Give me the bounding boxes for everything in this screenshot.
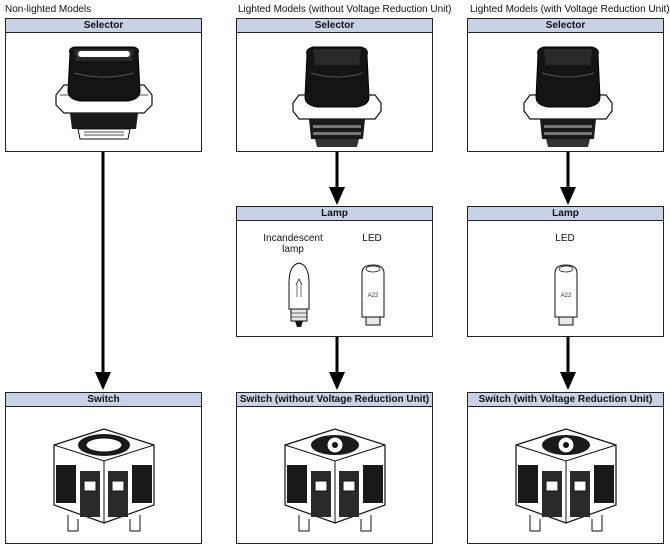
selector-knob-image <box>55 46 153 140</box>
selector-knob-image <box>523 46 613 147</box>
led-label: LED <box>555 233 575 244</box>
selector-panel-lighted-without-vru: Selector <box>236 18 433 152</box>
arrow-lamp-to-switch-without-vru <box>329 337 345 390</box>
lamp-images: A22 <box>554 264 578 326</box>
switch-block-image <box>284 428 386 532</box>
selector-panel-lighted-with-vru: Selector <box>467 18 664 152</box>
led-icon: A22 <box>554 264 578 326</box>
switch-header: Switch <box>6 393 201 407</box>
arrow-lamp-to-switch-with-vru <box>560 337 576 390</box>
switch-panel-non-lighted: Switch <box>5 392 202 544</box>
switch-header: Switch (without Voltage Reduction Unit) <box>237 393 432 407</box>
lamp-panel-lighted-without-vru: Lamp Incandescent lamp LED A22 <box>236 206 433 337</box>
led-label: LED <box>362 233 382 244</box>
incandescent-bulb-icon <box>288 262 310 327</box>
arrow-selector-to-switch <box>95 152 111 390</box>
svg-text:A22: A22 <box>561 293 572 299</box>
switch-header: Switch (with Voltage Reduction Unit) <box>468 393 663 407</box>
column-title-lighted-with-vru: Lighted Models (with Voltage Reduction U… <box>470 4 670 15</box>
selector-knob-image <box>292 46 382 147</box>
svg-text:A22: A22 <box>368 293 379 299</box>
lamp-header: Lamp <box>468 207 663 221</box>
switch-panel-lighted-with-vru: Switch (with Voltage Reduction Unit) <box>467 392 664 544</box>
selector-header: Selector <box>6 19 201 33</box>
lamp-header: Lamp <box>237 207 432 221</box>
switch-panel-lighted-without-vru: Switch (without Voltage Reduction Unit) <box>236 392 433 544</box>
selector-header: Selector <box>237 19 432 33</box>
lamp-panel-lighted-with-vru: Lamp LED A22 <box>467 206 664 337</box>
arrow-selector-to-lamp-without-vru <box>329 152 345 205</box>
column-title-non-lighted: Non-lighted Models <box>5 4 92 15</box>
switch-block-image <box>515 428 617 532</box>
selector-panel-non-lighted: Selector <box>5 18 202 152</box>
lamp-images: A22 <box>288 262 385 327</box>
column-title-lighted-without-vru: Lighted Models (without Voltage Reductio… <box>238 4 452 15</box>
selector-header: Selector <box>468 19 663 33</box>
incandescent-lamp-label: Incandescent lamp <box>263 233 323 255</box>
led-icon: A22 <box>361 264 385 326</box>
switch-block-image <box>53 428 155 532</box>
arrow-selector-to-lamp-with-vru <box>560 152 576 205</box>
